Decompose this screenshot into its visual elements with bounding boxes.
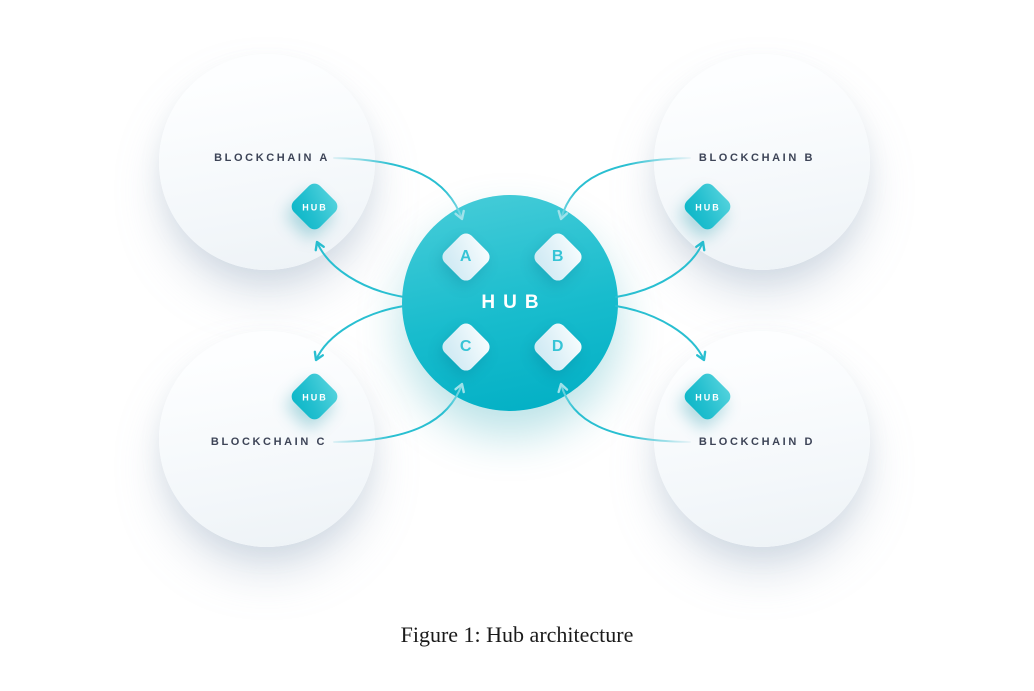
blockchain-a-hub-node-label: HUB (302, 202, 328, 213)
blockchain-c-label: BLOCKCHAIN C (210, 436, 328, 448)
hub-port-b-label: B (551, 248, 565, 265)
central-hub-label: HUB (481, 292, 547, 313)
hub-architecture-diagram: A B C D HUB HUB HUB HUB HUB BLOCKCHAIN A… (159, 54, 870, 547)
blockchain-b-hub-node-label: HUB (695, 202, 721, 213)
hub-port-d-label: D (551, 338, 565, 355)
arrow-hub-to-blockchain-b-hub (615, 240, 706, 298)
blockchain-a-label: BLOCKCHAIN A (214, 152, 330, 164)
central-hub-circle (402, 195, 618, 411)
hub-port-c-label: C (459, 338, 473, 355)
blockchain-c-hub-node-label: HUB (302, 392, 328, 403)
hub-port-a-label: A (459, 248, 473, 265)
blockchain-d-label: BLOCKCHAIN D (698, 436, 816, 448)
arrow-hub-to-blockchain-a-hub (314, 240, 405, 298)
figure-caption: Figure 1: Hub architecture (400, 622, 634, 647)
arrow-hub-to-blockchain-d-hub (615, 305, 707, 362)
blockchain-d-hub-node-label: HUB (695, 392, 721, 403)
blockchain-b-label: BLOCKCHAIN B (698, 152, 816, 164)
